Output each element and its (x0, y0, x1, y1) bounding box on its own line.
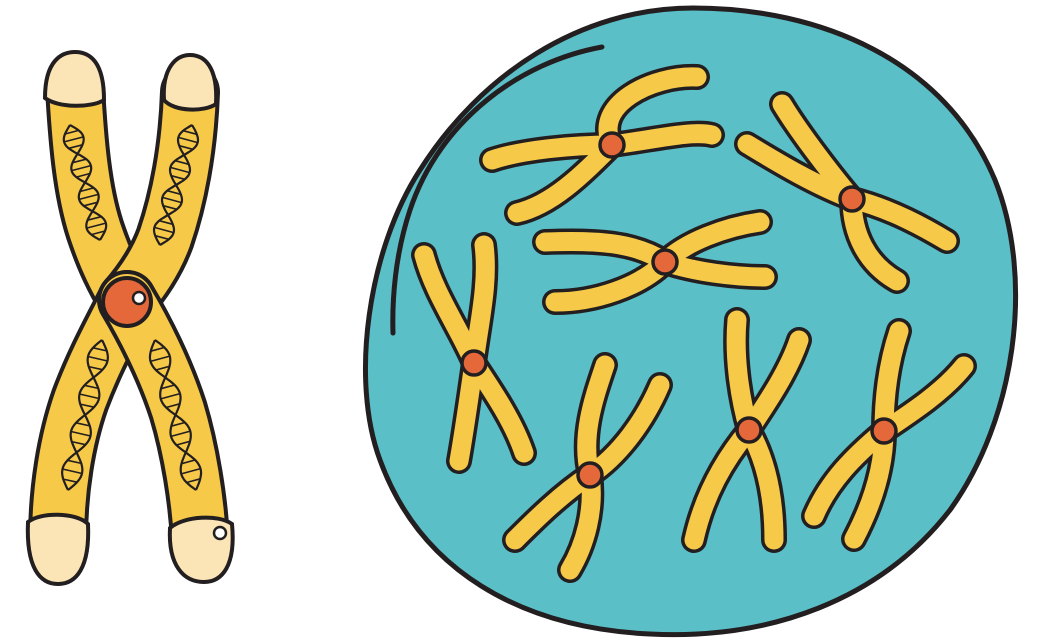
chromatid-tip (164, 55, 216, 110)
centromere (737, 418, 761, 442)
centromere (840, 187, 864, 211)
centromere-highlight (133, 292, 145, 304)
chromatid-tip (45, 52, 104, 106)
chromatid-tip (28, 515, 88, 584)
centromere (462, 351, 486, 375)
centromere (653, 250, 677, 274)
tip-highlight (214, 527, 226, 539)
centromere (872, 419, 896, 443)
centromere (600, 133, 624, 157)
large-chromosome (28, 52, 233, 584)
chromatid-lower-left (28, 300, 127, 584)
centromere (578, 463, 602, 487)
chromatid-lower-right (127, 300, 233, 582)
cell (365, 8, 1015, 635)
chromatid-upper-left (45, 52, 127, 300)
